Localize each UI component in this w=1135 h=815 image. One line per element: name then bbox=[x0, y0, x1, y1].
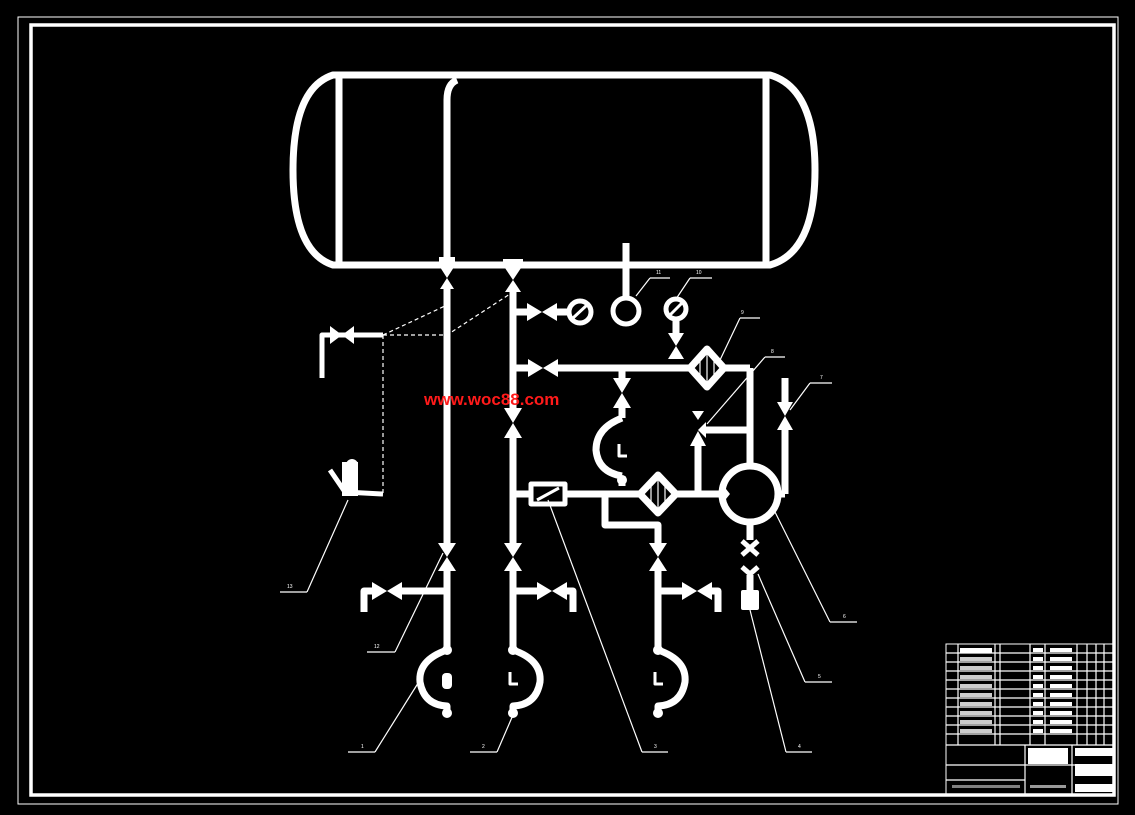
part-number-10: 10 bbox=[696, 270, 702, 276]
watermark-text: www.woc88.com bbox=[423, 390, 559, 409]
part-number-4: 4 bbox=[798, 744, 801, 750]
part-number-12: 12 bbox=[374, 644, 380, 650]
part-number-6: 6 bbox=[843, 614, 846, 620]
part-number-11: 11 bbox=[656, 270, 661, 276]
outer-frame bbox=[17, 16, 1119, 805]
leader-lines bbox=[280, 277, 857, 753]
part-number-3: 3 bbox=[654, 744, 657, 750]
hand-valve-13 bbox=[319, 291, 514, 497]
part-number-labels: 1 2 3 4 5 6 7 8 9 10 11 12 13 bbox=[287, 270, 846, 750]
gauge-10 bbox=[663, 296, 689, 359]
gauge-branch-top bbox=[513, 298, 594, 326]
lower-branch bbox=[513, 471, 722, 718]
part-number-5: 5 bbox=[818, 674, 821, 680]
middle-branch bbox=[513, 359, 690, 480]
pump-6 bbox=[718, 378, 793, 610]
left-pipe-column bbox=[360, 257, 456, 718]
relief-valve-8 bbox=[690, 368, 754, 494]
storage-tank bbox=[289, 71, 819, 269]
part-number-1: 1 bbox=[361, 744, 364, 750]
filter-9 bbox=[686, 345, 750, 391]
part-number-9: 9 bbox=[741, 310, 744, 316]
title-block bbox=[945, 643, 1115, 796]
part-number-8: 8 bbox=[771, 349, 774, 355]
center-pipe-column bbox=[503, 259, 577, 718]
inner-frame bbox=[29, 23, 1116, 797]
part-number-13: 13 bbox=[287, 584, 293, 590]
part-number-7: 7 bbox=[820, 375, 823, 381]
part-number-2: 2 bbox=[482, 744, 485, 750]
gauge-11 bbox=[610, 243, 642, 327]
